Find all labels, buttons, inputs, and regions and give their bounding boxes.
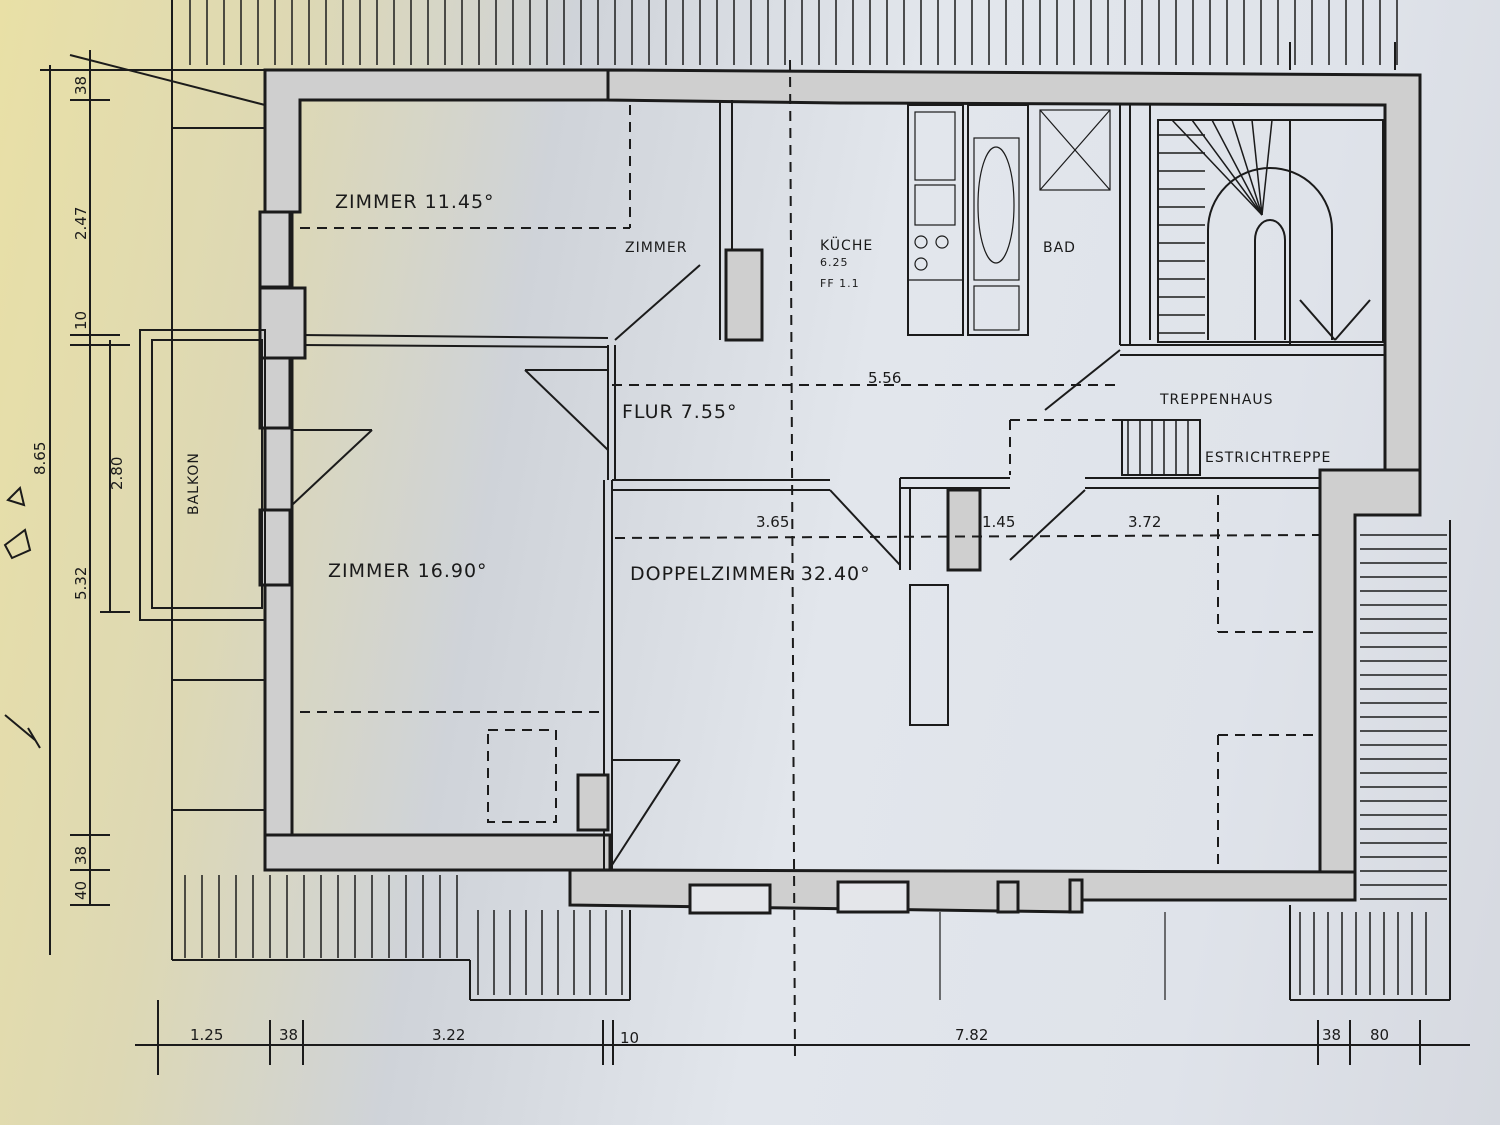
dim-left-38-top: 38 bbox=[72, 76, 90, 95]
dim-bottom-3-22: 3.22 bbox=[432, 1026, 465, 1044]
dim-3-65: 3.65 bbox=[756, 513, 789, 531]
dim-left-2-80: 2.80 bbox=[108, 457, 126, 490]
doors bbox=[524, 264, 1121, 866]
interior-walls bbox=[299, 100, 1385, 870]
room-label-flur: FLUR 7.55° bbox=[622, 401, 738, 423]
kitchen-fixtures bbox=[907, 104, 964, 336]
dim-left-38-bottom: 38 bbox=[72, 846, 90, 865]
balcony bbox=[139, 329, 373, 621]
room-label-doppelzimmer: DOPPELZIMMER 32.40° bbox=[630, 563, 871, 585]
attic-stair bbox=[1009, 419, 1201, 476]
bathroom-fixtures bbox=[967, 104, 1111, 336]
room-label-zimmer-small: ZIMMER 11.45° bbox=[335, 191, 495, 213]
dim-bottom-80: 80 bbox=[1370, 1026, 1389, 1044]
roof-hatching-top bbox=[189, 0, 1398, 65]
kitchen-area-b: FF 1.1 bbox=[820, 277, 860, 290]
roof-hatching-left bbox=[171, 0, 458, 960]
exterior-wall-bottom-left bbox=[263, 833, 612, 872]
dimension-lines bbox=[40, 42, 1470, 1075]
kitchen-area-a: 6.25 bbox=[820, 256, 849, 269]
dim-bottom-7-82: 7.82 bbox=[955, 1026, 988, 1044]
exterior-wall-bottom-right bbox=[568, 868, 1357, 914]
exterior-wall-top-right bbox=[606, 68, 1422, 517]
roof-hatching-bottom bbox=[172, 520, 1451, 1001]
dim-left-8-65: 8.65 bbox=[31, 442, 49, 475]
room-label-kueche: KÜCHE bbox=[820, 236, 873, 254]
dim-1-45: 1.45 bbox=[982, 513, 1015, 531]
dim-3-72: 3.72 bbox=[1128, 513, 1161, 531]
dim-5-56: 5.56 bbox=[868, 369, 901, 387]
windows-left bbox=[258, 210, 307, 587]
dim-bottom-10: 10 bbox=[620, 1029, 639, 1047]
windows-bottom bbox=[688, 878, 1084, 915]
dim-bottom-1-25: 1.25 bbox=[190, 1026, 223, 1044]
room-label-treppenhaus: TREPPENHAUS bbox=[1159, 392, 1274, 408]
dim-bottom-38a: 38 bbox=[279, 1026, 298, 1044]
room-label-estrichtreppe: ESTRICHTREPPE bbox=[1205, 450, 1331, 466]
dim-left-5-32: 5.32 bbox=[72, 567, 90, 600]
room-label-bad: BAD bbox=[1043, 240, 1076, 256]
room-label-zimmer-large: ZIMMER 16.90° bbox=[328, 560, 488, 582]
chimneys bbox=[576, 248, 982, 832]
staircase bbox=[1157, 119, 1384, 343]
dim-left-10: 10 bbox=[72, 311, 90, 330]
room-label-zimmer-mid: ZIMMER bbox=[625, 240, 687, 256]
dim-bottom-38b: 38 bbox=[1322, 1026, 1341, 1044]
dim-left-40: 40 bbox=[72, 881, 90, 900]
overhead-dashed-lines bbox=[300, 59, 1321, 1061]
dim-left-2-47: 2.47 bbox=[72, 207, 90, 240]
north-arrow-icon bbox=[3, 486, 41, 749]
room-label-balkon: BALKON bbox=[186, 452, 202, 515]
